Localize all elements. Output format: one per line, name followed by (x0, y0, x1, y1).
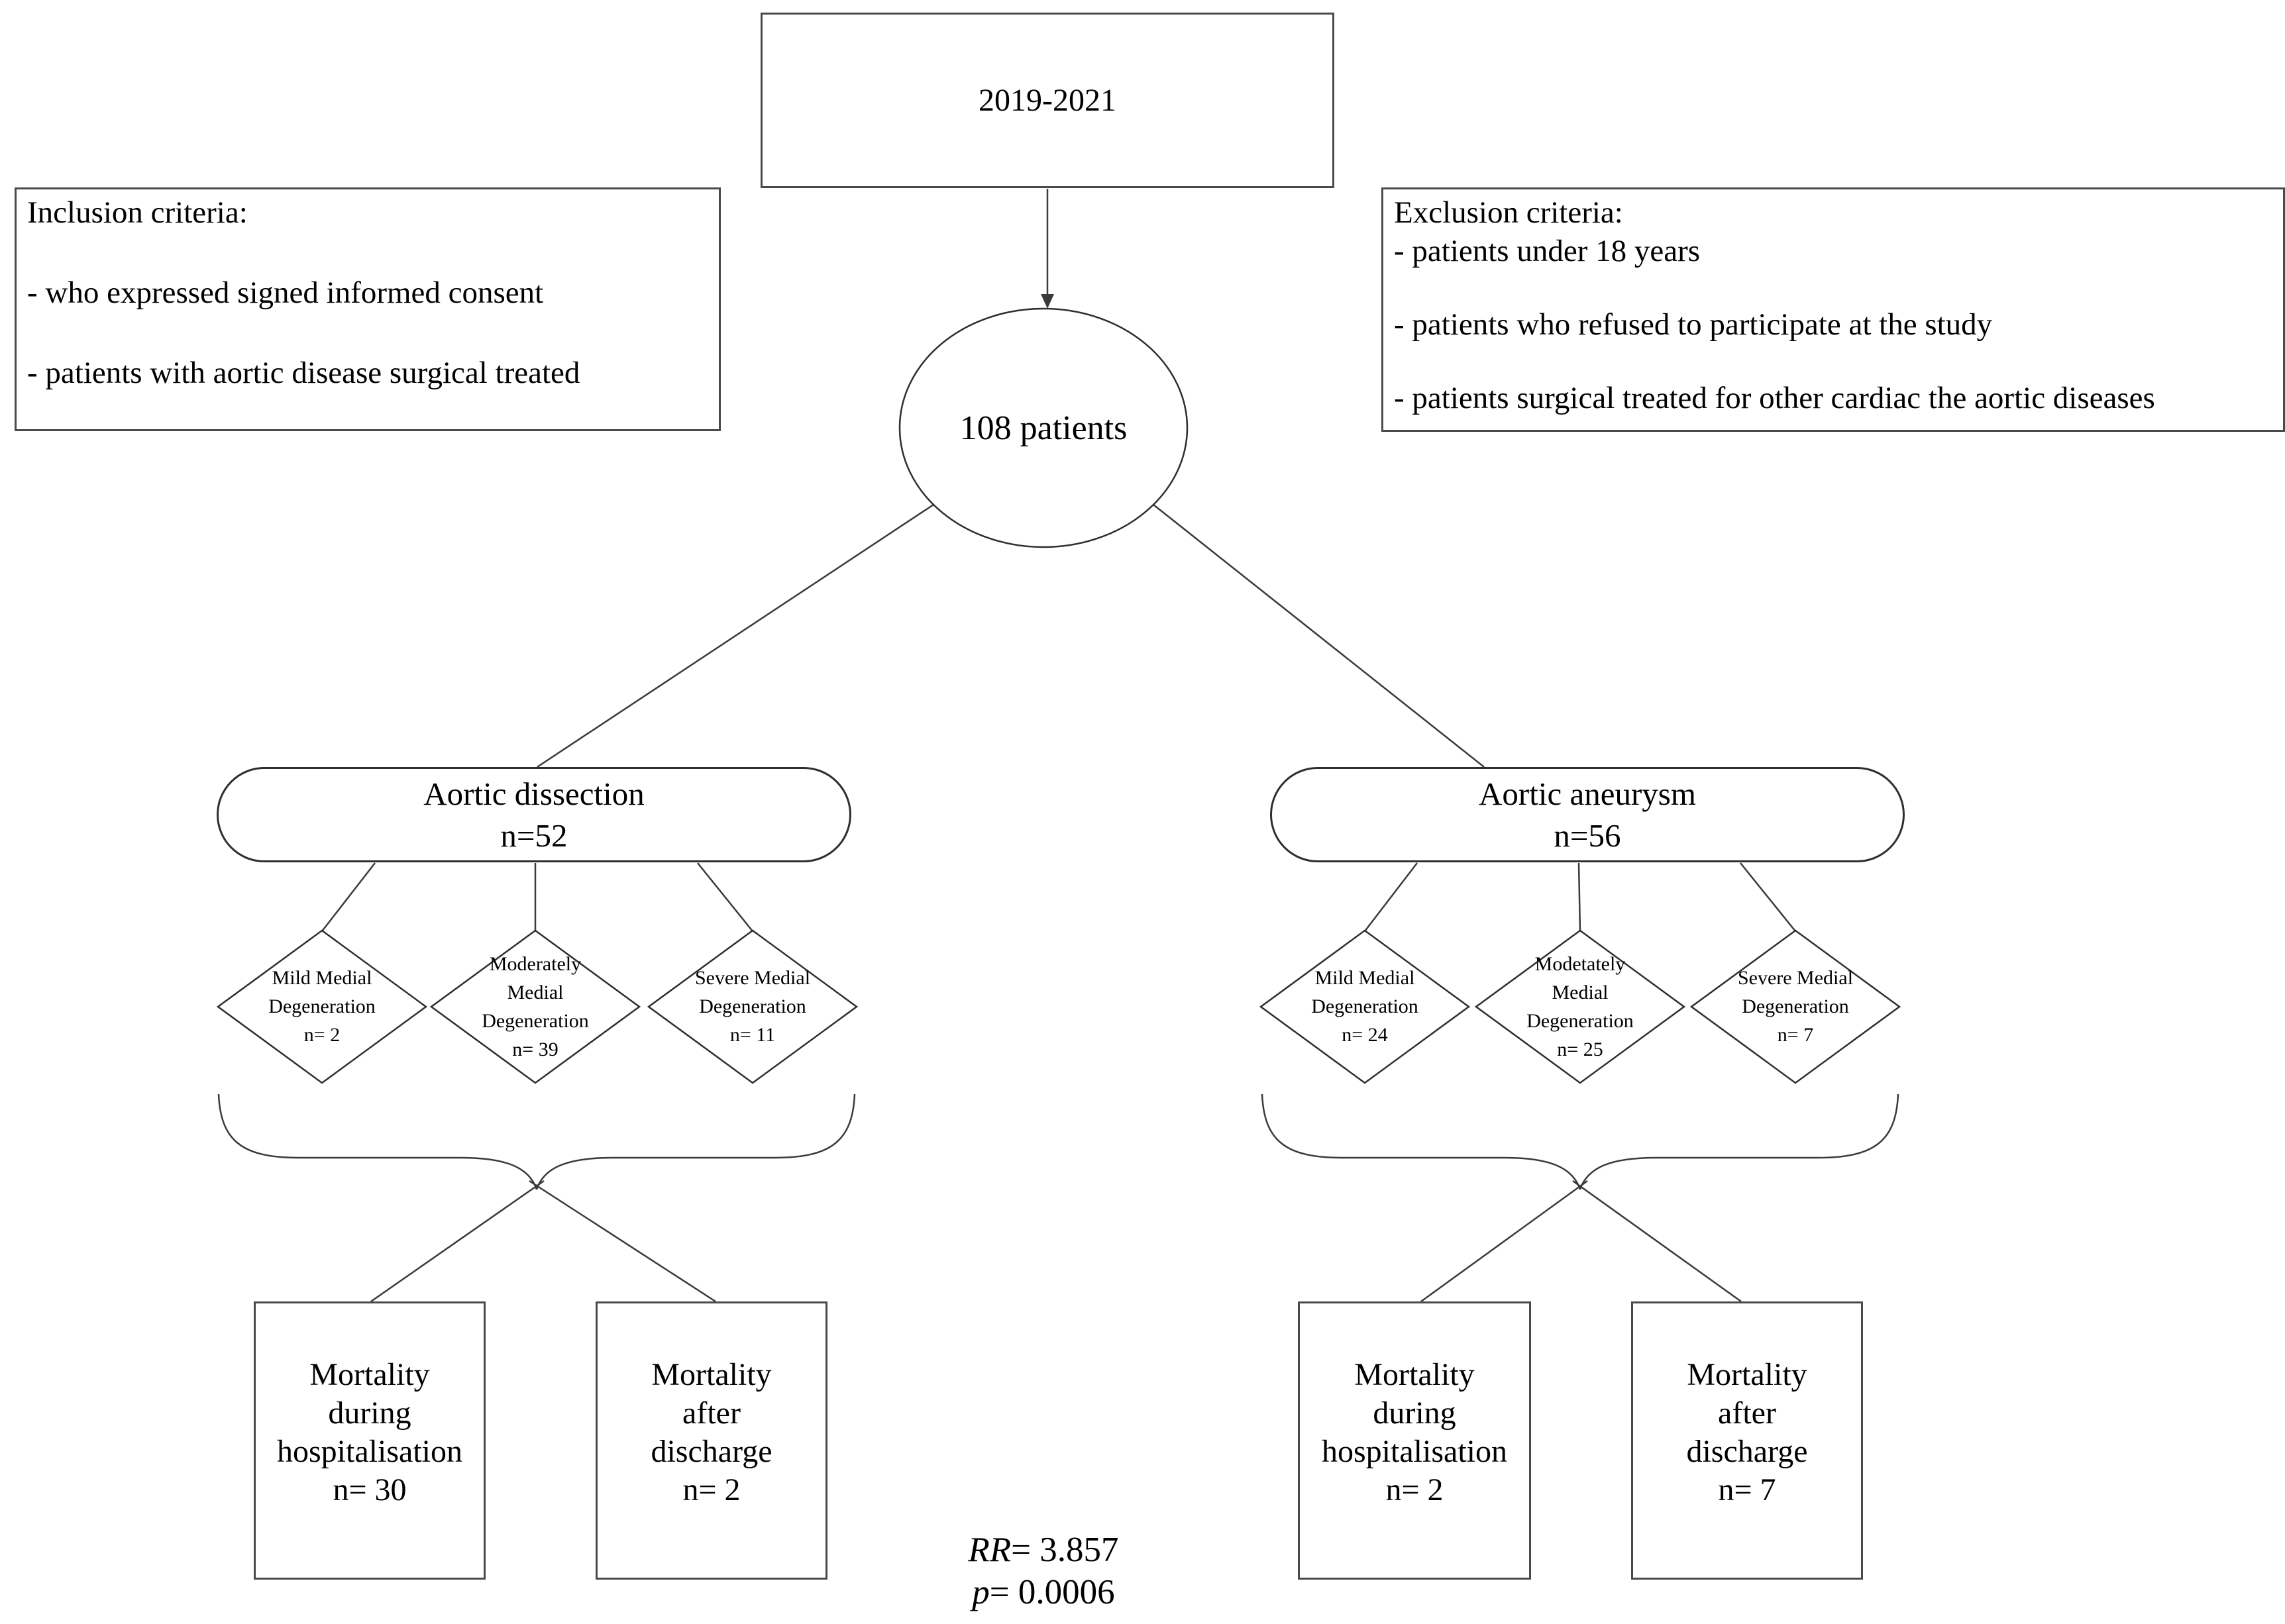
outcome-line: during (1373, 1396, 1456, 1431)
exclusion-title: Exclusion criteria: (1394, 195, 1623, 230)
arrowhead-icon (1041, 294, 1054, 309)
outcome-dissection-discharge-mortality: Mortality after discharge n= 2 (596, 1301, 827, 1580)
rr-label: RR (968, 1531, 1012, 1569)
outcome-dissection-hospital-mortality: Mortality during hospitalisation n= 30 (254, 1301, 486, 1580)
diamond-right-mild-shape (1259, 929, 1471, 1084)
outcome-line: Mortality (1687, 1357, 1807, 1392)
diamond-line: n= 7 (1777, 1024, 1814, 1046)
outcome-line: after (1718, 1396, 1776, 1431)
connector-aneurysm-to-severe (1740, 862, 1796, 932)
outcome-aneurysm-hospital-mortality: Mortality during hospitalisation n= 2 (1298, 1301, 1531, 1580)
diamond-line: Degeneration (268, 995, 376, 1017)
group-count: n=56 (1554, 817, 1621, 854)
diamond-right-moderate-label: Modetately Medial Degeneration n= 25 (1481, 950, 1679, 1064)
inclusion-title: Inclusion criteria: (27, 195, 248, 230)
diamond-line: Degeneration (1311, 995, 1418, 1017)
aortic-aneurysm-node: Aortic aneurysm n=56 (1270, 767, 1905, 862)
diamond-line: Moderately (489, 953, 582, 975)
connector-left-brace-to-hospitalisation (370, 1180, 545, 1303)
diamond-line: Degeneration (482, 1010, 589, 1032)
outcome-line: Mortality (309, 1357, 430, 1392)
diamond-line: Modetately (1534, 953, 1626, 975)
outcome-line: hospitalisation (277, 1434, 462, 1469)
outcome-count: n= 2 (682, 1472, 741, 1507)
diamond-left-severe-label: Severe Medial Degeneration n= 11 (653, 964, 852, 1049)
outcome-aneurysm-discharge-mortality: Mortality after discharge n= 7 (1631, 1301, 1863, 1580)
rr-value: = 3.857 (1011, 1531, 1119, 1569)
diamond-line: n= 39 (512, 1039, 558, 1060)
relative-risk-line: RR= 3.857 (861, 1529, 1226, 1571)
inclusion-criteria-box: Inclusion criteria: - who expressed sign… (15, 187, 721, 431)
connector-left-brace-to-discharge (529, 1180, 716, 1303)
inclusion-item: - who expressed signed informed consent (27, 276, 544, 310)
diamond-line: Degeneration (1526, 1010, 1634, 1032)
exclusion-item: - patients who refused to participate at… (1394, 307, 1993, 342)
group-name: Aortic dissection (423, 776, 645, 812)
diamond-line: Medial (507, 982, 564, 1003)
p-value-line: p= 0.0006 (861, 1571, 1226, 1613)
diamond-right-severe-shape (1689, 929, 1901, 1084)
period-label: 2019-2021 (979, 83, 1116, 118)
diamond-line: Severe Medial (694, 967, 811, 989)
period-box: 2019-2021 (761, 13, 1334, 188)
diamond-line: n= 25 (1557, 1039, 1603, 1060)
exclusion-item: - patients surgical treated for other ca… (1394, 381, 2155, 415)
outcome-count: n= 7 (1718, 1472, 1776, 1507)
p-label: p (972, 1573, 990, 1611)
connector-circle-to-aneurysm (1153, 504, 1485, 768)
outcome-count: n= 30 (333, 1472, 407, 1507)
connector-aneurysm-to-mild (1364, 862, 1418, 932)
diamond-left-mild-label: Mild Medial Degeneration n= 2 (223, 964, 421, 1049)
exclusion-criteria-box: Exclusion criteria: - patients under 18 … (1381, 187, 2285, 432)
diamond-line: Degeneration (1742, 995, 1849, 1017)
diamond-left-severe-shape (647, 929, 859, 1084)
population-circle-label: 108 patients (911, 396, 1176, 460)
aortic-dissection-node: Aortic dissection n=52 (217, 767, 851, 862)
diamond-right-moderate-shape (1474, 929, 1686, 1084)
exclusion-item: - patients under 18 years (1394, 234, 1701, 268)
outcome-line: discharge (651, 1434, 772, 1469)
connector-right-brace-to-discharge (1572, 1180, 1742, 1303)
group-count: n=52 (500, 817, 568, 854)
diamond-right-severe-label: Severe Medial Degeneration n= 7 (1696, 964, 1895, 1049)
connector-right-brace-to-hospitalisation (1420, 1180, 1588, 1303)
outcome-line: Mortality (651, 1357, 772, 1392)
outcome-line: after (682, 1396, 741, 1431)
connector-circle-to-dissection (537, 503, 934, 768)
outcome-line: Mortality (1354, 1357, 1475, 1392)
diamond-line: n= 11 (729, 1024, 776, 1046)
diamond-line: Mild Medial (1314, 967, 1415, 989)
stats-block: RR= 3.857 p= 0.0006 (861, 1529, 1226, 1613)
group-name: Aortic aneurysm (1479, 776, 1696, 812)
diamond-left-mild-shape (216, 929, 428, 1084)
diamond-line: Degeneration (699, 995, 806, 1017)
diamond-line: Mild Medial (272, 967, 372, 989)
diamond-line: n= 24 (1342, 1024, 1388, 1046)
diamond-left-moderate-shape (429, 929, 641, 1084)
outcome-line: discharge (1686, 1434, 1808, 1469)
connector-aneurysm-to-moderate (1577, 862, 1581, 932)
outcome-count: n= 2 (1385, 1472, 1444, 1507)
diamond-right-mild-label: Mild Medial Degeneration n= 24 (1265, 964, 1464, 1049)
outcome-line: during (328, 1396, 411, 1431)
diamond-line: Severe Medial (1737, 967, 1854, 989)
inclusion-item: - patients with aortic disease surgical … (27, 356, 580, 390)
connector-dissection-to-mild (321, 862, 376, 932)
brace-left-group (217, 1093, 856, 1190)
brace-right-group (1261, 1093, 1899, 1190)
population-count: 108 patients (959, 409, 1128, 447)
diamond-line: n= 2 (303, 1024, 341, 1046)
diamond-left-moderate-label: Moderately Medial Degeneration n= 39 (436, 950, 635, 1064)
connector-dissection-to-severe (697, 862, 753, 932)
diamond-line: Medial (1552, 982, 1609, 1003)
population-circle-shape (898, 307, 1189, 548)
outcome-line: hospitalisation (1322, 1434, 1507, 1469)
p-value: = 0.0006 (989, 1573, 1115, 1611)
